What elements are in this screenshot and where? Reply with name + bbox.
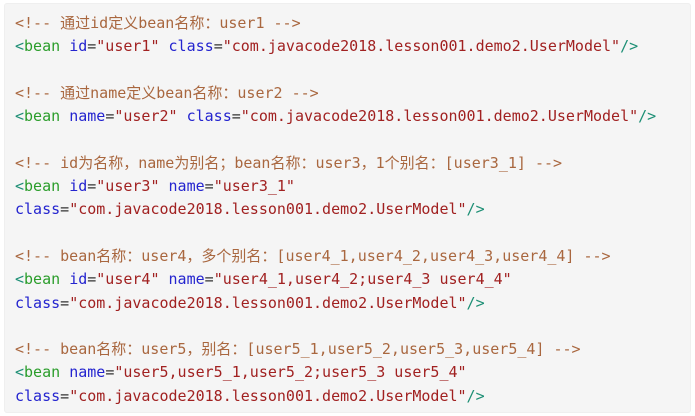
code-line: <bean name="user5,user5_1,user5_2;user5_… — [15, 361, 684, 384]
xml-attribute-value: "user1" — [96, 37, 160, 56]
xml-comment: <!-- bean名称：user4，多个别名：[user4_1,user4_2,… — [15, 246, 611, 265]
xml-attribute-name: name — [69, 363, 106, 382]
xml-tag-name: bean — [24, 177, 61, 196]
code-line — [15, 315, 684, 338]
xml-attribute-value: "user4_1,user4_2;user4_3 user4_4" — [213, 270, 512, 289]
xml-attribute-name: class — [186, 107, 232, 126]
code-text — [60, 177, 69, 195]
xml-attribute-name: class — [15, 200, 61, 219]
xml-tag-name: bean — [24, 37, 61, 56]
xml-attribute-value: "user3_1" — [213, 177, 295, 196]
code-line: <!-- 通过id定义bean名称：user1 --> — [15, 12, 684, 35]
code-line: <bean id="user4" name="user4_1,user4_2;u… — [15, 268, 684, 291]
xml-tag-name: bean — [24, 107, 61, 126]
xml-attribute-name: id — [69, 177, 88, 196]
xml-comment: <!-- id为名称，name为别名；bean名称：user3，1个别名：[us… — [15, 153, 563, 172]
xml-comment: <!-- bean名称：user5，别名：[user5_1,user5_2,us… — [15, 340, 581, 359]
code-text: = — [105, 363, 115, 382]
code-text — [60, 363, 69, 381]
code-text: = — [231, 107, 241, 126]
code-line: class="com.javacode2018.lesson001.demo2.… — [15, 385, 684, 408]
xml-attribute-value: "com.javacode2018.lesson001.demo2.UserMo… — [69, 200, 467, 219]
xml-attribute-name: name — [168, 270, 205, 289]
xml-tag-delimiter: /> — [638, 107, 657, 126]
xml-attribute-name: id — [69, 37, 88, 56]
code-text: = — [213, 37, 223, 56]
code-line: <bean id="user1" class="com.javacode2018… — [15, 35, 684, 58]
code-block: <!-- 通过id定义bean名称：user1 --><bean id="use… — [4, 3, 691, 413]
xml-attribute-value: "com.javacode2018.lesson001.demo2.UserMo… — [69, 386, 467, 405]
code-line: <!-- 通过name定义bean名称：user2 --> — [15, 82, 684, 105]
code-text — [160, 177, 169, 195]
code-text — [178, 107, 187, 125]
xml-tag-delimiter: /> — [466, 386, 485, 405]
code-text — [60, 270, 69, 288]
code-line — [15, 59, 684, 82]
xml-comment: <!-- 通过id定义bean名称：user1 --> — [15, 14, 301, 32]
xml-tag-delimiter: < — [15, 177, 25, 196]
xml-attribute-name: class — [15, 386, 61, 405]
code-text: = — [87, 270, 97, 289]
xml-comment: <!-- 通过name定义bean名称：user2 --> — [15, 83, 319, 102]
code-text: = — [204, 270, 214, 289]
code-line: <!-- id为名称，name为别名；bean名称：user3，1个别名：[us… — [15, 152, 684, 175]
code-text — [160, 270, 169, 288]
xml-tag-delimiter: /> — [466, 200, 485, 219]
code-text: = — [87, 37, 97, 56]
xml-attribute-value: "user5,user5_1,user5_2;user5_3 user5_4" — [114, 363, 467, 382]
xml-tag-delimiter: < — [15, 270, 25, 289]
code-text — [60, 37, 69, 55]
code-text: = — [60, 200, 70, 219]
code-text: = — [105, 107, 115, 126]
xml-tag-delimiter: < — [15, 37, 25, 56]
xml-tag-delimiter: /> — [466, 293, 485, 312]
xml-attribute-value: "user4" — [96, 270, 160, 289]
code-line: <!-- bean名称：user5，别名：[user5_1,user5_2,us… — [15, 338, 684, 361]
xml-attribute-value: "user3" — [96, 177, 160, 196]
xml-attribute-value: "com.javacode2018.lesson001.demo2.UserMo… — [69, 293, 467, 312]
xml-attribute-name: name — [168, 177, 205, 196]
code-text: = — [87, 177, 97, 196]
code-line: class="com.javacode2018.lesson001.demo2.… — [15, 198, 684, 221]
xml-tag-name: bean — [24, 363, 61, 382]
code-line — [15, 222, 684, 245]
code-text: = — [60, 386, 70, 405]
code-line — [15, 128, 684, 151]
xml-tag-delimiter: < — [15, 107, 25, 126]
xml-attribute-value: "user2" — [114, 107, 178, 126]
xml-attribute-value: "com.javacode2018.lesson001.demo2.UserMo… — [222, 37, 621, 56]
xml-attribute-name: name — [69, 107, 106, 126]
code-text: = — [204, 177, 214, 196]
code-line: class="com.javacode2018.lesson001.demo2.… — [15, 292, 684, 315]
xml-attribute-name: id — [69, 270, 88, 289]
xml-tag-name: bean — [24, 270, 61, 289]
code-text — [160, 37, 169, 55]
xml-attribute-name: class — [168, 37, 214, 56]
code-line: <!-- bean名称：user4，多个别名：[user4_1,user4_2,… — [15, 245, 684, 268]
xml-tag-delimiter: < — [15, 363, 25, 382]
xml-tag-delimiter: /> — [620, 37, 639, 56]
code-text — [60, 107, 69, 125]
xml-attribute-name: class — [15, 293, 61, 312]
xml-attribute-value: "com.javacode2018.lesson001.demo2.UserMo… — [240, 107, 639, 126]
code-line: <bean id="user3" name="user3_1" — [15, 175, 684, 198]
code-line: <bean name="user2" class="com.javacode20… — [15, 105, 684, 128]
code-text: = — [60, 293, 70, 312]
